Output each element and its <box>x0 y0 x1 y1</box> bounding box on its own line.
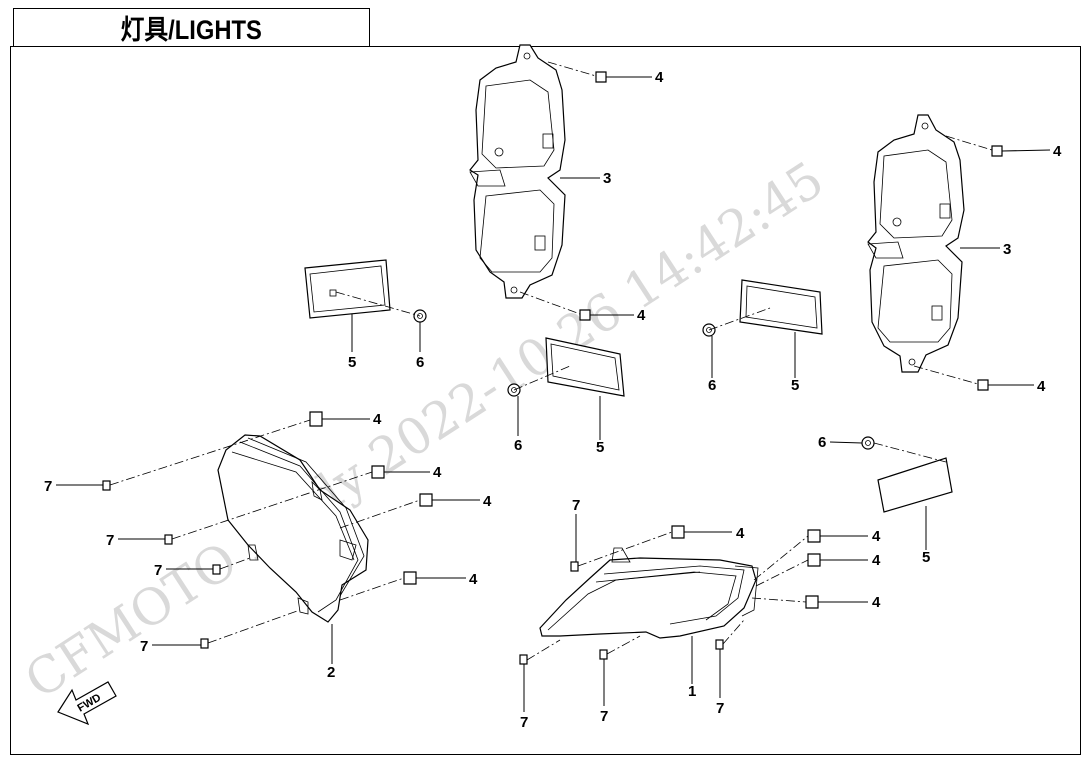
callout-5d: 5 <box>922 549 930 566</box>
callout-4j: 4 <box>872 528 881 545</box>
callout-7e: 7 <box>572 497 580 514</box>
callout-4i: 4 <box>736 525 745 542</box>
headlight-right <box>539 547 759 639</box>
callout-5b: 5 <box>596 439 604 456</box>
callout-4g: 4 <box>483 493 492 510</box>
callout-3b: 3 <box>1003 241 1011 258</box>
screws <box>309 71 1003 609</box>
callout-5a: 5 <box>348 354 356 371</box>
callout-6c: 6 <box>708 377 716 394</box>
callout-6d: 6 <box>818 434 826 451</box>
headlight-left <box>217 434 369 623</box>
reflector-d <box>877 457 953 513</box>
callout-6a: 6 <box>416 354 424 371</box>
callout-4b: 4 <box>1053 143 1062 160</box>
callouts: 1 2 3 3 4 4 4 4 4 4 4 4 4 4 4 4 5 5 5 5 … <box>44 69 1062 731</box>
reflector-c <box>739 279 823 335</box>
callout-3a: 3 <box>603 170 611 187</box>
callout-4a: 4 <box>655 69 664 86</box>
callout-7h: 7 <box>716 700 724 717</box>
page-title: 灯具/LIGHTS <box>120 15 263 45</box>
tail-light-right <box>867 114 965 373</box>
callout-4k: 4 <box>872 552 881 569</box>
callout-4l: 4 <box>872 594 881 611</box>
callout-5c: 5 <box>791 377 799 394</box>
callout-1: 1 <box>688 683 696 700</box>
assembly-lines <box>109 61 993 661</box>
callout-4e: 4 <box>373 411 382 428</box>
callout-4h: 4 <box>469 571 478 588</box>
tail-light-center <box>469 44 566 299</box>
reflector-a <box>304 259 391 319</box>
callout-7d: 7 <box>140 638 148 655</box>
callout-6b: 6 <box>514 437 522 454</box>
callout-2: 2 <box>327 664 335 681</box>
callout-4c: 4 <box>637 307 646 324</box>
callout-7c: 7 <box>154 562 162 579</box>
callout-7b: 7 <box>106 532 114 549</box>
callout-4d: 4 <box>1037 378 1046 395</box>
callout-7a: 7 <box>44 478 52 495</box>
leader-lines <box>56 76 1051 712</box>
title-box: 灯具/LIGHTS <box>13 8 370 46</box>
diagram-frame <box>10 46 1081 755</box>
callout-7f: 7 <box>520 714 528 731</box>
reflector-b <box>545 337 625 397</box>
callout-7g: 7 <box>600 708 608 725</box>
callout-4f: 4 <box>433 464 442 481</box>
